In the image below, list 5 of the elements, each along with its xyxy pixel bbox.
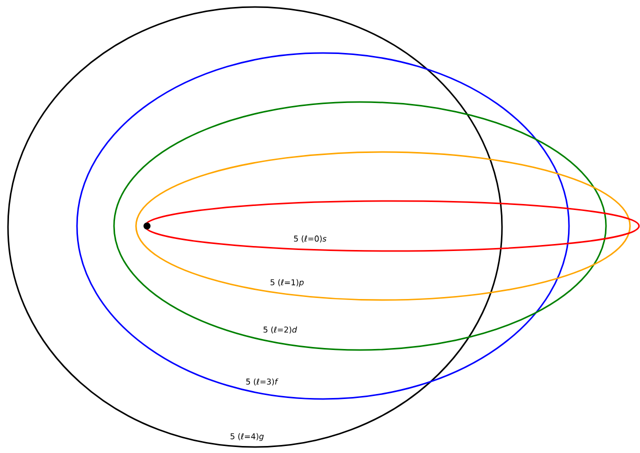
orbit-label: 5 (ℓ=0)s bbox=[294, 235, 326, 243]
orbit-label: 5 (ℓ=4)g bbox=[230, 433, 264, 441]
orbit-label: 5 (ℓ=2)d bbox=[264, 326, 298, 334]
orbit-label: 5 (ℓ=3)f bbox=[246, 378, 278, 386]
orbit-label: 5 (ℓ=1)p bbox=[270, 279, 304, 287]
